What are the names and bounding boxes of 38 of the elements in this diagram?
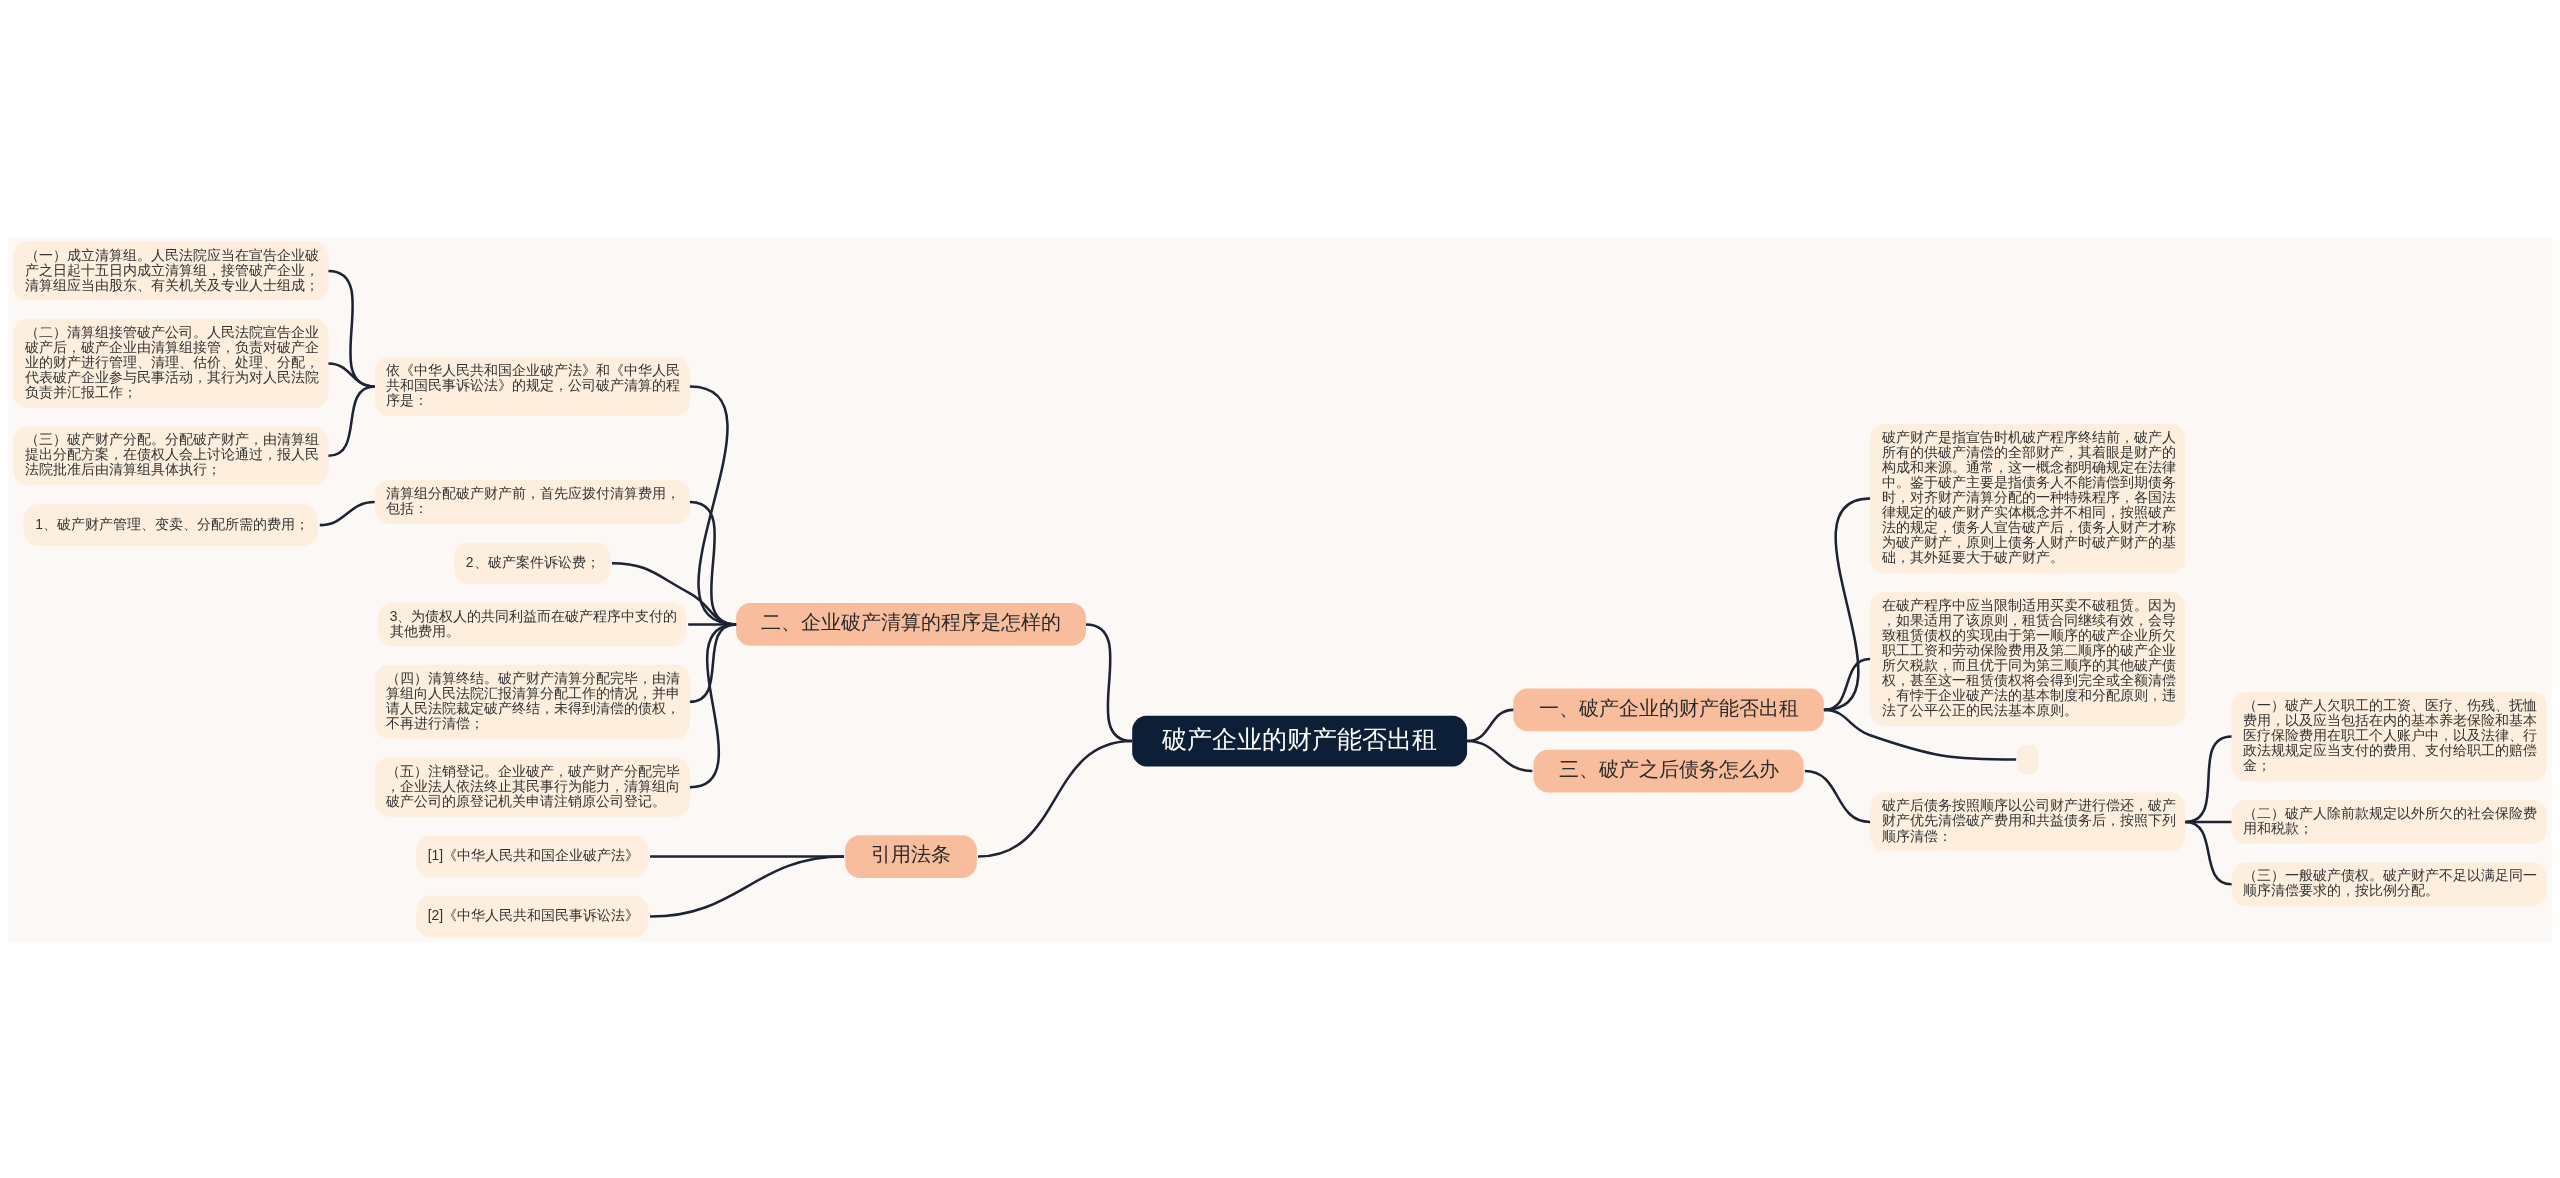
node-box: [1]《中华人民共和国企业破产法》 [416,835,649,877]
connector [1823,657,1871,711]
node-box: （二）破产人除前款规定以外所欠的社会保险费用和税款； [2231,799,2547,844]
connector [2185,820,2232,885]
node-box: 三、破产之后债务怎么办 [1533,749,1804,792]
node-box: 依《中华人民共和国企业破产法》和《中华人民共和国民事诉讼法》的规定，公司破产清算的程序是： [374,356,690,416]
node-box: 一、破产企业的财产能否出租 [1513,688,1824,731]
connector [2185,734,2232,823]
node-box [2017,744,2039,774]
node-box: （二）清算组接管破产公司。人民法院宣告企业破产后，破产企业由清算组接管，负责对破产企业的财产进行管理、清理、估价、处理、分配，代表破产企业参与民事活动，其行为对人民法院负责并汇报工作； [13,318,329,408]
node-box: （四）清算终结。破产财产清算分配完毕，由清算组向人民法院汇报清算分配工作的情况，并申请人民法院裁定破产终结，未得到清偿的债权，不再进行清偿； [374,664,690,739]
node-box: 破产企业的财产能否出租 [1132,715,1468,766]
connector [328,361,375,388]
connector [1823,496,1871,711]
node-box: 2、破产案件诉讼费； [454,541,611,584]
connector [1804,769,1871,823]
node-box: [2]《中华人民共和国民事诉讼法》 [416,895,649,937]
connector [650,854,845,918]
connector [1823,708,2017,761]
connector [977,739,1133,858]
node-box: （一）成立清算组。人民法院应当在宣告企业破产之日起十五日内成立清算组，接管破产企业，清算组应当由股东、有关机关及专业人士组成； [13,241,329,300]
connector [328,269,375,388]
node-box: 二、企业破产清算的程序是怎样的 [736,602,1086,646]
node-box: 1、破产财产管理、变卖、分配所需的费用； [23,503,319,546]
connector [689,622,737,788]
connector [1467,739,1533,772]
node-box: （三）破产财产分配。分配破产财产，由清算组提出分配方案，在债权人会上讨论通过，报人民法院批准后由清算组具体执行； [13,425,329,485]
node-box: 清算组分配破产财产前，首先应拨付清算费用，包括： [374,479,690,524]
connector [328,384,375,457]
node-box: 破产财产是指宣告时机破产程序终结前，破产人所有的供破产清偿的全部财产，其着眼是财产的构成和来源。通常，这一概念都明确规定在法律中。鉴于破产主要是指债务人不能清偿到期债务时，对齐财产清算分配的一种特殊程序，各国法律规定的破产财产实体概念并不相同，按照破产法的规定，债务人宣告破产后，债务人财产才称为破产财产，原则上债务人财产时破产财产的基础，其外延要大于破产财产。 [1870,423,2186,573]
connector [319,500,375,526]
node-box: 引用法条 [845,834,977,878]
node-box: （一）破产人欠职工的工资、医疗、伤残、抚恤费用，以及应当包括在内的基本养老保险和基本医疗保险费用在职工个人账户中，以及法律、行政法规规定应当支付的费用、支付给职工的赔偿金； [2231,691,2547,781]
node-box: （五）注销登记。企业破产，破产财产分配完毕，企业法人依法终止其民事行为能力，清算组向破产公司的原登记机关申请注销原公司登记。 [374,757,690,817]
node-box: （三）一般破产债权。破产财产不足以满足同一顺序清偿要求的，按比例分配。 [2231,861,2547,906]
node-box: 破产后债务按照顺序以公司财产进行偿还，破产财产优先清偿破产费用和共益债务后，按照下列顺序清偿： [1870,791,2186,851]
node-box: 3、为债权人的共同利益而在破产程序中支付的其他费用。 [378,602,687,646]
node-box: 在破产程序中应当限制适用买卖不破租赁。因为，如果适用了该原则，租赁合同继续有效，会导致租赁债权的实现由于第一顺序的破产企业所欠职工工资和劳动保险费用及第二顺序的破产企业所欠税款，而且优于同为第三顺序的其他破产债权，甚至这一租赁债权将会得到完全或全额清偿，有悖于企业破产法的基本制度和分配原则，违法了公平公正的民法基本原则。 [1870,591,2186,726]
